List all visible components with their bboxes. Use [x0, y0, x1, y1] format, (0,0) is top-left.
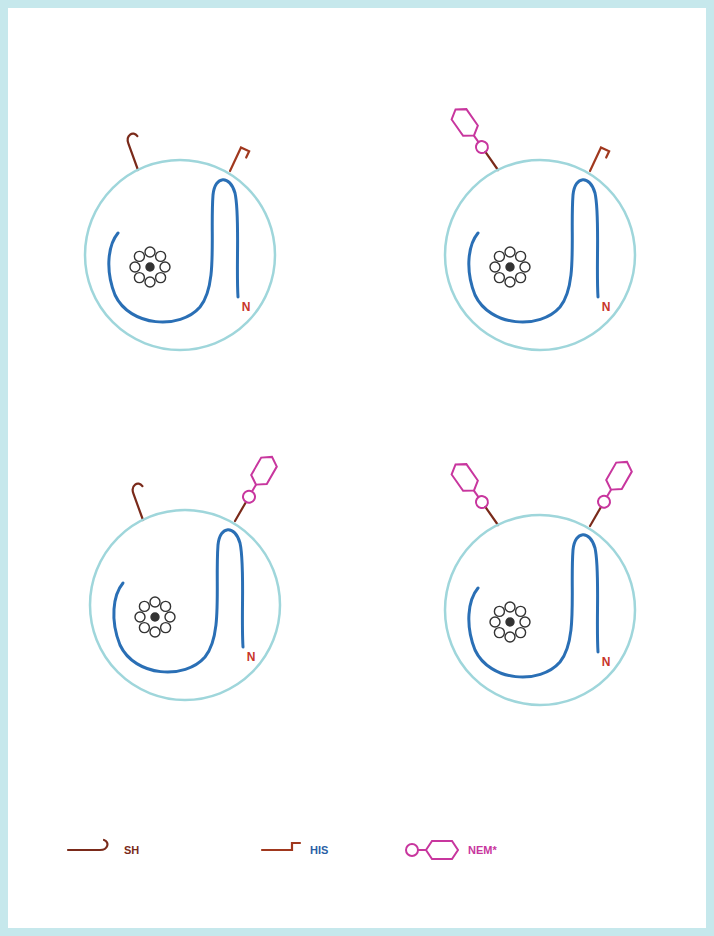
nem-label-group: [448, 104, 505, 175]
terminus-label: N: [602, 301, 611, 313]
protein-circle: N: [88, 508, 282, 702]
nem-label-group: [227, 452, 280, 525]
protein-chain: [469, 180, 598, 322]
legend-his-sample: [262, 843, 300, 850]
protein-chain: [114, 530, 243, 672]
terminus-label: N: [602, 656, 611, 668]
circle-outline: [83, 158, 277, 352]
terminus-label: N: [242, 301, 251, 313]
circle-outline: [443, 513, 637, 707]
sh-group: [131, 482, 154, 520]
terminus-label: N: [247, 651, 256, 663]
sh-group: [126, 132, 149, 170]
circle-outline: [88, 508, 282, 702]
circle-outline: [443, 158, 637, 352]
nem-label-group: [448, 459, 505, 530]
legend-sh-sample: [68, 840, 107, 850]
protein-chain: [109, 180, 238, 322]
protein-circle: N: [443, 158, 637, 352]
protein-circle: N: [83, 158, 277, 352]
protein-circle: N: [443, 513, 637, 707]
legend-label: HIS: [310, 845, 328, 856]
his-group: [590, 147, 609, 174]
nem-label-group: [582, 457, 635, 530]
legend-label: NEM*: [468, 845, 497, 856]
legend-label: SH: [124, 845, 139, 856]
protein-chain: [469, 535, 598, 677]
his-group: [230, 147, 249, 174]
legend-nem-sample: [406, 841, 458, 859]
